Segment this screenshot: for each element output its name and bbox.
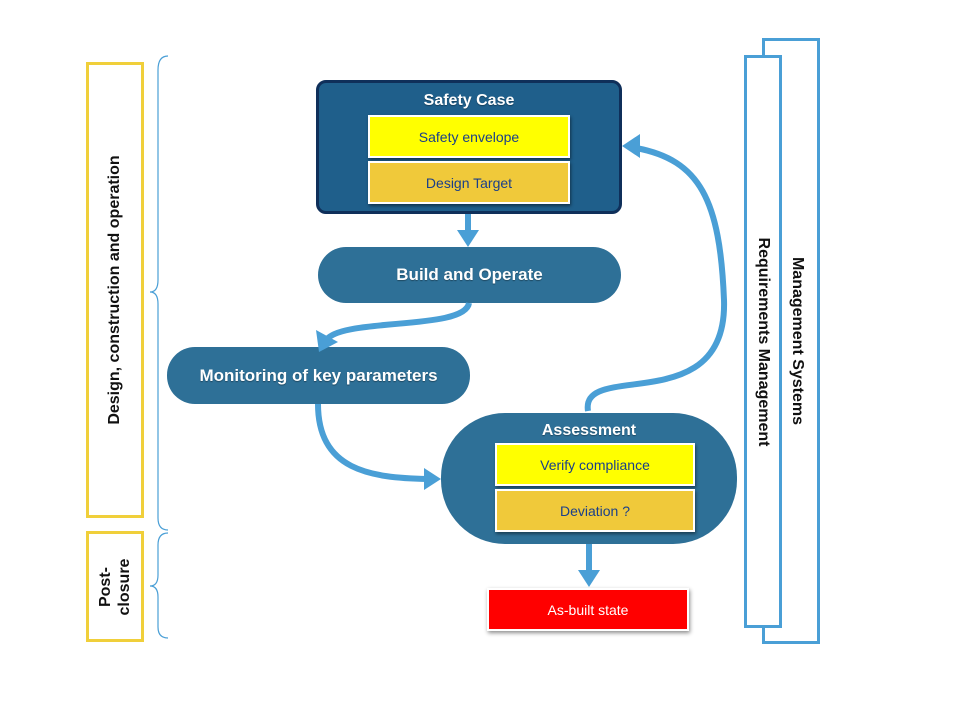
arrow-safety-to-build-head [457, 230, 479, 247]
design-target-box: Design Target [368, 161, 570, 204]
arrow-build-to-monitoring-head [316, 330, 338, 352]
requirements-management-frame: Requirements Management [744, 55, 782, 628]
build-and-operate-box: Build and Operate [318, 247, 621, 303]
deviation-box: Deviation ? [495, 489, 695, 532]
arrow-build-to-monitoring [325, 301, 472, 341]
assessment-title: Assessment [541, 422, 637, 439]
phase-design-construction-operation: Design, construction and operation [86, 62, 144, 518]
arrow-assessment-to-safety-case [584, 145, 728, 412]
as-built-state-box: As-built state [487, 588, 689, 631]
arrow-assessment-to-safety-case-head [622, 134, 640, 158]
post-closure-bracket [149, 532, 169, 639]
safety-case-title: Safety Case [423, 92, 515, 109]
arrow-monitoring-to-assessment-head [424, 468, 441, 490]
safety-envelope-box: Safety envelope [368, 115, 570, 158]
verify-compliance-box: Verify compliance [495, 443, 695, 486]
monitoring-key-parameters-box: Monitoring of key parameters [167, 347, 470, 404]
design-bracket [149, 55, 169, 531]
arrow-assessment-to-as-built-head [578, 570, 600, 587]
phase-post-closure: Post- closure [86, 531, 144, 642]
arrow-monitoring-to-assessment [315, 403, 429, 482]
